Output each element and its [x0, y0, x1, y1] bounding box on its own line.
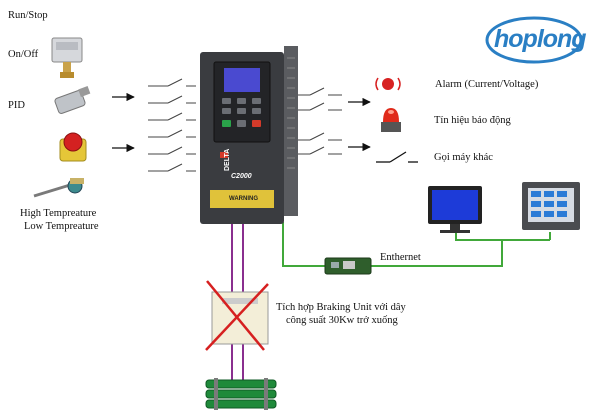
hmi-panel: [522, 182, 580, 230]
drive-warning-text: WARNING: [229, 196, 258, 202]
ethernet-cable: [282, 222, 551, 267]
on-off-label: On/Off: [8, 49, 39, 60]
alarm-label: Alarm (Current/Voltage): [435, 79, 539, 90]
braking-note-line2: công suất 30Kw trở xuống: [286, 315, 398, 326]
call-label: Gọi máy khác: [434, 152, 493, 163]
braking-resistors: [205, 378, 277, 410]
temperature-probe-icon: [33, 178, 84, 198]
drive-brand-text: DELTA: [224, 149, 231, 171]
contact-switch-icon: [376, 151, 418, 163]
drive-model-text: C2000: [231, 173, 252, 180]
temp-low-label: Low Tempreature: [24, 221, 99, 232]
hoplong-logo: hoplong: [484, 14, 587, 66]
logo-swoosh-icon: [485, 16, 583, 64]
pid-label: PID: [8, 100, 25, 111]
input-arrows: [112, 92, 135, 153]
input-contacts: [148, 78, 196, 172]
warning-beacon-icon: [381, 108, 401, 132]
inverter-drive: [200, 46, 298, 224]
output-contacts: [298, 87, 342, 155]
pid-sensor-icon: [54, 86, 91, 114]
cross-out-mark: [205, 280, 269, 351]
braking-note-line1: Tích hợp Braking Unit với dây: [276, 302, 406, 313]
ethernet-module: [324, 257, 372, 275]
logo-text: hoplong: [494, 25, 587, 53]
run-stop-label: Run/Stop: [8, 10, 48, 21]
emergency-stop-icon: [59, 132, 87, 162]
signal-label: Tín hiệu báo động: [434, 115, 511, 126]
ethernet-label: Enthernet: [380, 252, 421, 263]
temp-high-label: High Tempreature: [20, 208, 97, 219]
output-arrows: [348, 97, 371, 152]
computer-monitor: [428, 186, 482, 233]
pressure-switch-icon: [51, 37, 83, 78]
alarm-speaker-icon: [375, 77, 401, 91]
